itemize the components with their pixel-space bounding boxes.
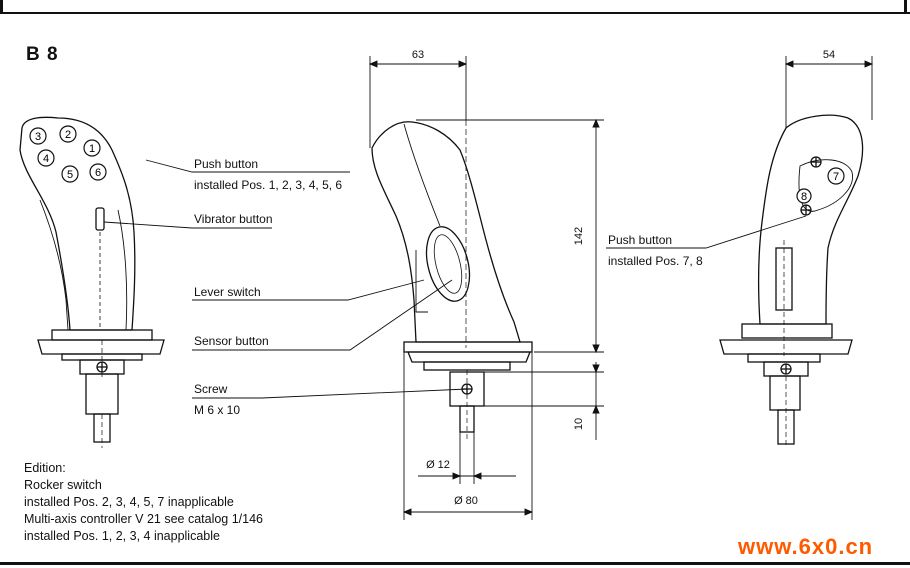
svg-text:1: 1 <box>89 143 95 155</box>
figure-title: B 8 <box>26 44 59 65</box>
svg-text:6: 6 <box>95 167 101 179</box>
label-push-button-2: Push button <box>608 233 673 247</box>
edition-rocker-switch: Rocker switch <box>24 478 102 492</box>
button-6: 6 <box>89 163 107 181</box>
button-2: 2 <box>59 125 77 143</box>
dimension-lines <box>368 56 874 520</box>
button-callouts: 3 2 1 4 5 6 7 8 <box>29 125 845 204</box>
edition-notes: Edition: Rocker switch installed Pos. 2,… <box>24 460 263 545</box>
svg-text:2: 2 <box>65 129 71 141</box>
frame-right-edge <box>904 0 907 12</box>
label-vibrator-button: Vibrator button <box>194 212 273 226</box>
dim-width-side: 54 <box>823 49 835 61</box>
dim-height: 142 <box>573 227 585 245</box>
frame-left-edge <box>0 0 3 12</box>
button-8: 8 <box>796 188 812 204</box>
button-1: 1 <box>83 139 101 157</box>
top-frame <box>0 0 910 14</box>
button-5: 5 <box>61 165 79 183</box>
dim-width-front: 63 <box>412 49 424 61</box>
label-screw: Screw <box>194 382 228 396</box>
label-sensor-button: Sensor button <box>194 334 269 348</box>
bottom-rule <box>0 562 910 565</box>
watermark: www.6x0.cn <box>738 534 874 559</box>
label-screw-size: M 6 x 10 <box>194 403 241 417</box>
middle-view-joystick <box>371 120 533 440</box>
dim-diameter-large: Ø 80 <box>454 495 478 507</box>
edition-multi-axis-controller: Multi-axis controller V 21 see catalog 1… <box>24 512 264 526</box>
left-view-joystick <box>19 116 165 448</box>
edition-heading: Edition: <box>24 461 66 475</box>
edition-positions-inapplicable-2: installed Pos. 1, 2, 3, 4 inapplicable <box>24 529 220 543</box>
label-lever-switch: Lever switch <box>194 285 261 299</box>
svg-text:7: 7 <box>833 171 839 183</box>
right-view-joystick <box>719 114 864 448</box>
svg-text:5: 5 <box>67 169 73 181</box>
svg-text:4: 4 <box>43 153 49 165</box>
label-push-button-2-positions: installed Pos. 7, 8 <box>608 254 703 268</box>
dim-shaft-length: 10 <box>573 418 585 430</box>
leader-lines <box>103 159 807 399</box>
button-7: 7 <box>827 167 845 185</box>
svg-text:8: 8 <box>801 191 807 203</box>
dim-diameter-small: Ø 12 <box>426 459 450 471</box>
label-push-button-1: Push button <box>194 157 259 171</box>
label-push-button-1-positions: installed Pos. 1, 2, 3, 4, 5, 6 <box>194 178 343 192</box>
button-4: 4 <box>37 149 55 167</box>
edition-positions-inapplicable-1: installed Pos. 2, 3, 4, 5, 7 inapplicabl… <box>24 495 234 509</box>
button-3: 3 <box>29 127 47 145</box>
svg-text:3: 3 <box>35 131 41 143</box>
